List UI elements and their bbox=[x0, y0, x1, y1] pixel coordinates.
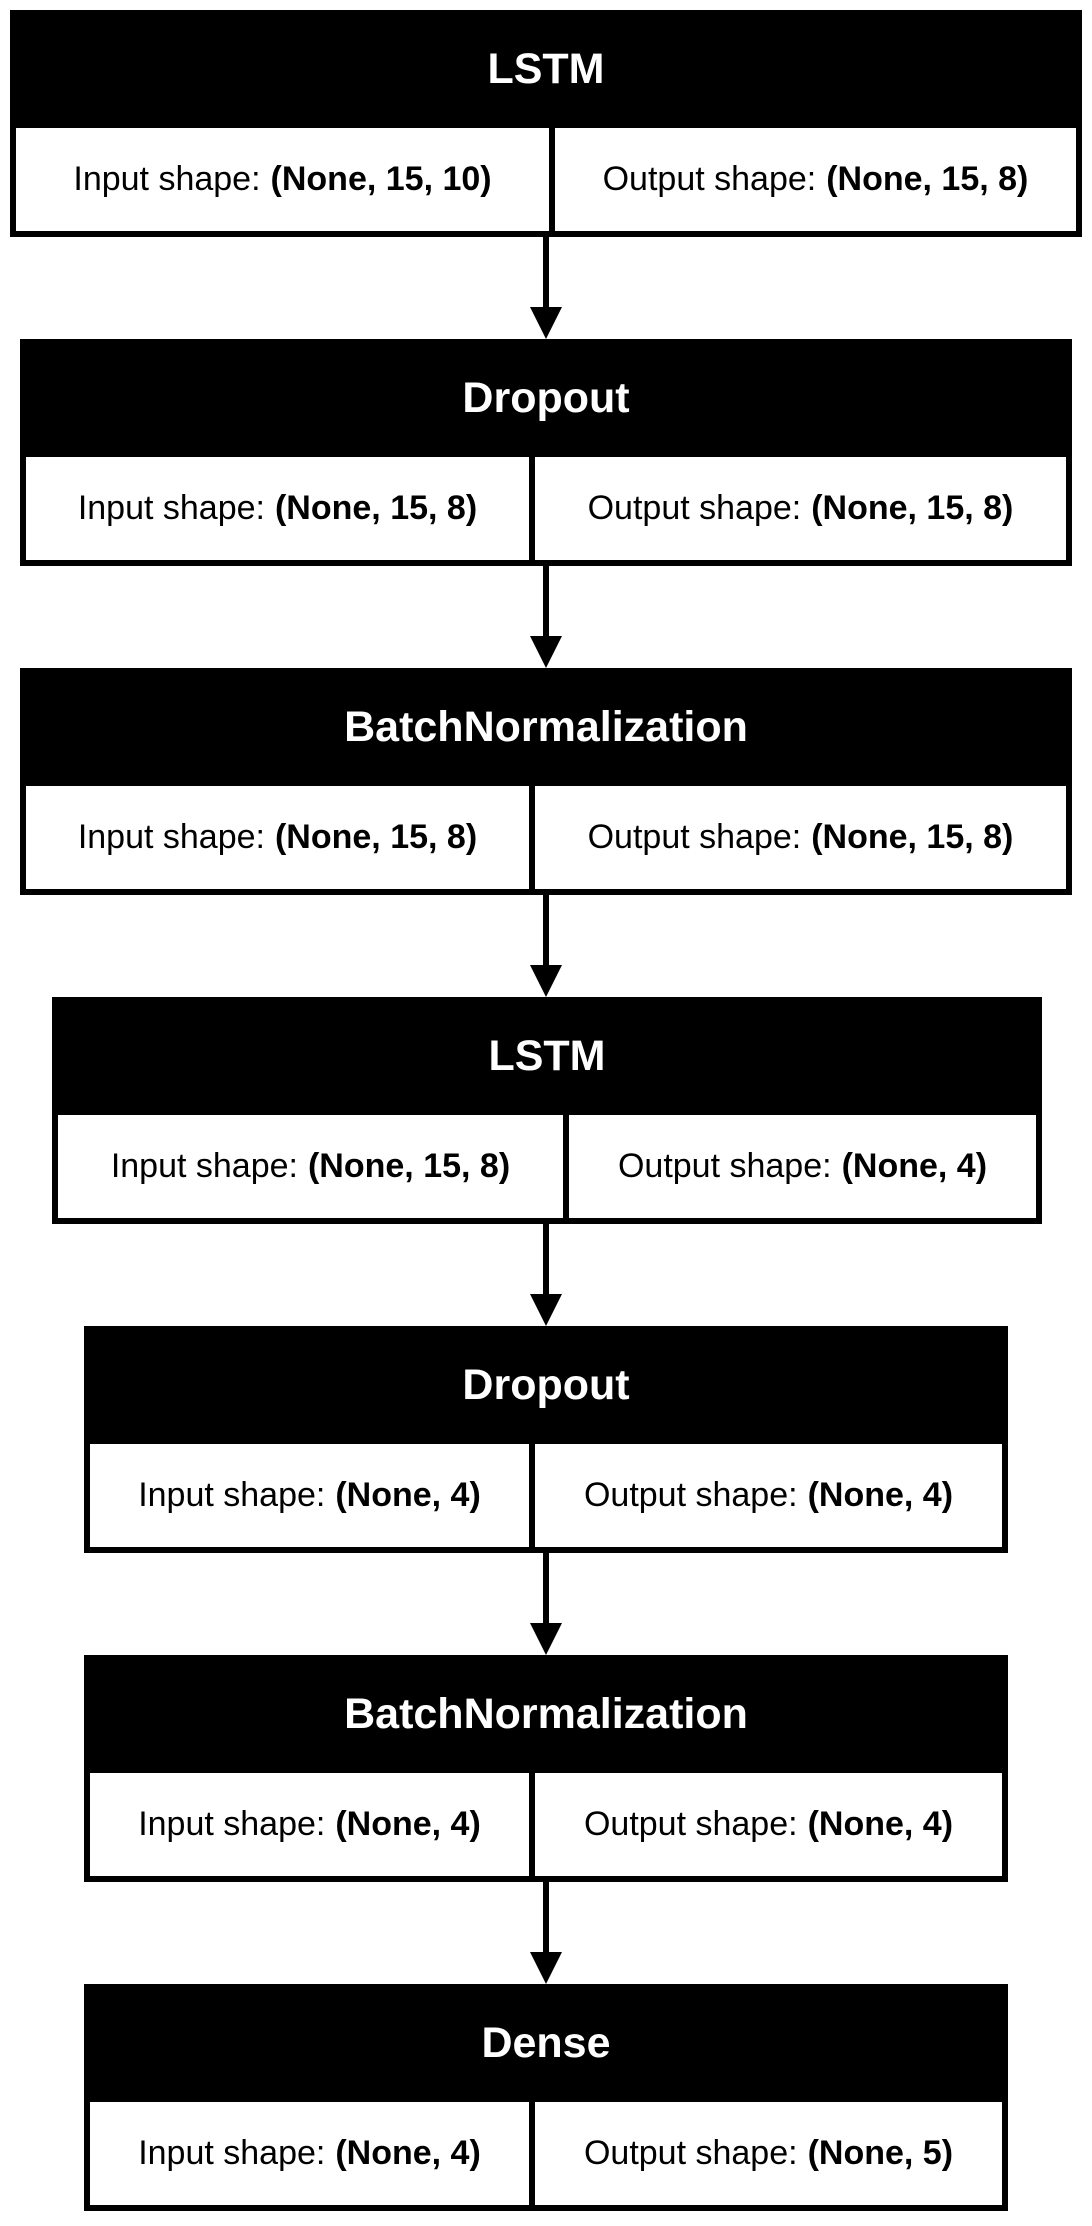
input-shape-cell: Input shape: (None, 15, 8) bbox=[26, 786, 529, 889]
output-shape-cell: Output shape: (None, 5) bbox=[535, 2102, 1002, 2205]
output-shape-value: (None, 15, 8) bbox=[826, 160, 1029, 198]
input-shape-label: Input shape: bbox=[138, 2134, 326, 2172]
input-shape-cell: Input shape: (None, 15, 8) bbox=[58, 1115, 563, 1218]
output-shape-cell: Output shape: (None, 15, 8) bbox=[555, 128, 1076, 231]
flow-arrow bbox=[530, 1882, 562, 1984]
output-shape-label: Output shape: bbox=[587, 489, 802, 527]
layer-title: BatchNormalization bbox=[344, 702, 748, 751]
input-shape-value: (None, 15, 8) bbox=[274, 489, 478, 527]
layer-title: LSTM bbox=[488, 1031, 606, 1080]
output-shape-cell: Output shape: (None, 4) bbox=[535, 1444, 1002, 1547]
input-shape-cell: Input shape: (None, 15, 8) bbox=[26, 457, 529, 560]
arrow-head-icon bbox=[530, 1294, 562, 1326]
output-shape-label: Output shape: bbox=[583, 2134, 798, 2172]
output-shape-value: (None, 15, 8) bbox=[811, 818, 1014, 856]
output-shape-value: (None, 4) bbox=[841, 1147, 988, 1185]
layer-title: Dropout bbox=[462, 373, 630, 422]
arrow-head-icon bbox=[530, 307, 562, 339]
output-shape-label: Output shape: bbox=[583, 1476, 798, 1514]
input-shape-cell: Input shape: (None, 4) bbox=[90, 2102, 529, 2205]
arrow-head-icon bbox=[530, 1623, 562, 1655]
flow-arrow bbox=[530, 1224, 562, 1326]
flow-arrow bbox=[530, 1553, 562, 1655]
input-shape-cell: Input shape: (None, 15, 10) bbox=[16, 128, 549, 231]
input-shape-value: (None, 15, 8) bbox=[274, 818, 478, 856]
output-shape-label: Output shape: bbox=[587, 818, 802, 856]
arrow-head-icon bbox=[530, 965, 562, 997]
flow-arrow bbox=[530, 237, 562, 339]
layer-node-lstm-1: LSTM Input shape: (None, 15, 10) Output … bbox=[10, 10, 1082, 237]
layer-title: Dropout bbox=[462, 1360, 630, 1409]
layer-title: Dense bbox=[481, 2018, 611, 2067]
input-shape-value: (None, 4) bbox=[335, 1476, 481, 1514]
output-shape-label: Output shape: bbox=[617, 1147, 832, 1185]
layer-title: LSTM bbox=[487, 44, 605, 93]
layer-node-dropout-2: Dropout Input shape: (None, 4) Output sh… bbox=[84, 1326, 1008, 1553]
input-shape-label: Input shape: bbox=[73, 160, 261, 198]
layer-node-lstm-2: LSTM Input shape: (None, 15, 8) Output s… bbox=[52, 997, 1042, 1224]
layer-node-dropout-1: Dropout Input shape: (None, 15, 8) Outpu… bbox=[20, 339, 1072, 566]
output-shape-label: Output shape: bbox=[583, 1805, 798, 1843]
output-shape-cell: Output shape: (None, 15, 8) bbox=[535, 457, 1066, 560]
layer-node-dense: Dense Input shape: (None, 4) Output shap… bbox=[84, 1984, 1008, 2211]
layer-node-batchnorm-2: BatchNormalization Input shape: (None, 4… bbox=[84, 1655, 1008, 1882]
output-shape-value: (None, 4) bbox=[807, 1805, 954, 1843]
input-shape-value: (None, 4) bbox=[335, 1805, 481, 1843]
input-shape-label: Input shape: bbox=[138, 1805, 326, 1843]
input-shape-value: (None, 15, 10) bbox=[270, 160, 492, 198]
flow-arrow bbox=[530, 895, 562, 997]
input-shape-cell: Input shape: (None, 4) bbox=[90, 1773, 529, 1876]
arrow-head-icon bbox=[530, 1952, 562, 1984]
input-shape-label: Input shape: bbox=[110, 1147, 298, 1185]
input-shape-cell: Input shape: (None, 4) bbox=[90, 1444, 529, 1547]
layer-node-batchnorm-1: BatchNormalization Input shape: (None, 1… bbox=[20, 668, 1072, 895]
output-shape-cell: Output shape: (None, 15, 8) bbox=[535, 786, 1066, 889]
input-shape-label: Input shape: bbox=[77, 489, 265, 527]
output-shape-value: (None, 4) bbox=[807, 1476, 954, 1514]
layer-title: BatchNormalization bbox=[344, 1689, 748, 1738]
input-shape-label: Input shape: bbox=[138, 1476, 326, 1514]
output-shape-cell: Output shape: (None, 4) bbox=[569, 1115, 1036, 1218]
output-shape-label: Output shape: bbox=[602, 160, 817, 198]
input-shape-label: Input shape: bbox=[77, 818, 265, 856]
arrow-head-icon bbox=[530, 636, 562, 668]
input-shape-value: (None, 15, 8) bbox=[307, 1147, 511, 1185]
input-shape-value: (None, 4) bbox=[335, 2134, 481, 2172]
output-shape-value: (None, 5) bbox=[807, 2134, 954, 2172]
output-shape-value: (None, 15, 8) bbox=[811, 489, 1014, 527]
output-shape-cell: Output shape: (None, 4) bbox=[535, 1773, 1002, 1876]
flow-arrow bbox=[530, 566, 562, 668]
